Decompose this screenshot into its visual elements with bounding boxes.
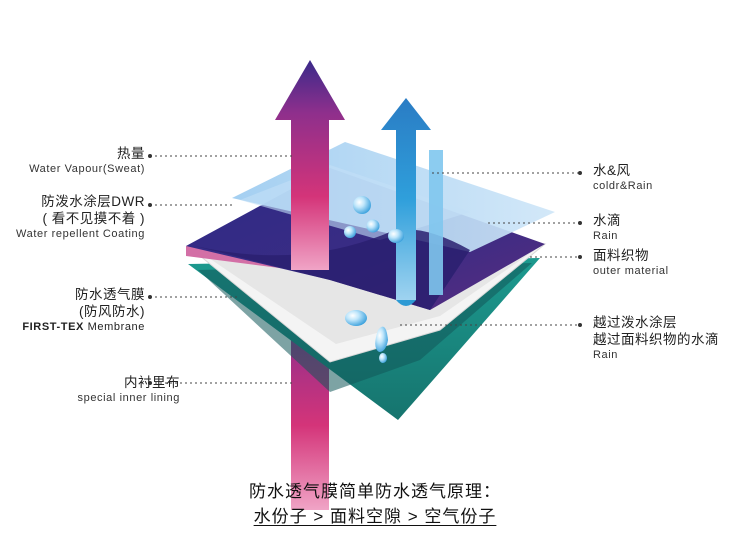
heat-en: Water Vapour(Sweat) [29,163,145,175]
drop-label: 水滴 Rain [593,212,621,243]
outer-en: outer material [593,265,669,277]
membrane-cn2: (防风防水) [79,304,145,319]
rain-arrow-icon [381,98,431,300]
heat-cn: 热量 [117,146,145,161]
leader-lines-left [150,155,292,384]
dwr-en: Water repellent Coating [16,228,145,240]
pass-en: Rain [593,349,619,361]
dwr-cn2: ( 看不见摸不着 ) [42,211,145,226]
dwr-label: 防泼水涂层DWR ( 看不见摸不着 ) Water repellent Coat… [16,193,145,241]
outer-label: 面料织物 outer material [593,247,669,278]
wind-label: 水&风 coldr&Rain [593,162,653,193]
outer-cn: 面料织物 [593,248,649,263]
membrane-label: 防水透气膜 (防风防水) FIRST-TEX Membrane [22,286,145,334]
membrane-cn: 防水透气膜 [75,287,145,302]
membrane-brand: FIRST-TEX [22,321,84,333]
vapour-arrow-icon [275,60,345,270]
pass-cn2: 越过面料织物的水滴 [593,332,719,347]
leader-lines-right [400,172,580,326]
wind-cn: 水&风 [593,163,631,178]
drop-en: Rain [593,230,619,242]
lining-en: special inner lining [77,392,180,404]
heat-label: 热量 Water Vapour(Sweat) [29,145,145,176]
drop-cn: 水滴 [593,213,621,228]
caption-title: 防水透气膜简单防水透气原理： [249,482,501,501]
caption-principle: 水份子 > 面料空隙 > 空气份子 [253,507,497,526]
lining-cn: 内衬里布 [124,375,180,390]
water-drop-icon [344,196,404,363]
pass-label: 越过泼水涂层 越过面料织物的水滴 Rain [593,314,719,362]
membrane-en: Membrane [87,321,145,333]
lining-label: 内衬里布 special inner lining [78,374,181,405]
dwr-cn: 防泼水涂层DWR [41,194,145,209]
pass-cn: 越过泼水涂层 [593,315,677,330]
wind-en: coldr&Rain [593,180,653,192]
